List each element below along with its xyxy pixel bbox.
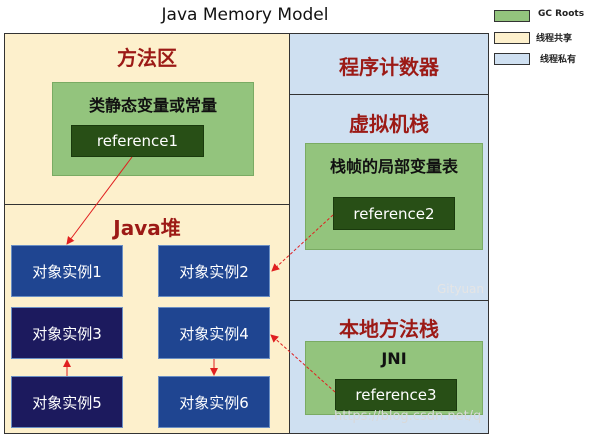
legend-swatch-gc-roots — [494, 10, 530, 22]
reference1-box: reference1 — [71, 125, 204, 157]
object-instance-3: 对象实例3 — [11, 307, 123, 359]
java-heap-title: Java堆 — [113, 216, 181, 240]
diagram-title: Java Memory Model — [161, 5, 329, 25]
legend-swatch-shared — [494, 32, 530, 44]
vm-stack-title: 虚拟机栈 — [349, 112, 429, 136]
pc-register-title: 程序计数器 — [339, 55, 439, 79]
object-instance-6: 对象实例6 — [158, 376, 270, 428]
pc-register-region — [289, 33, 489, 95]
method-area-title: 方法区 — [117, 46, 177, 70]
legend-swatch-private — [494, 53, 530, 65]
reference2-box: reference2 — [333, 197, 455, 230]
legend-label-shared: 线程共享 — [536, 34, 573, 44]
local-var-table-title: 栈帧的局部变量表 — [329, 157, 458, 176]
object-instance-1: 对象实例1 — [11, 245, 123, 297]
jni-box-title: JNI — [381, 349, 407, 368]
local-var-table-box — [305, 143, 483, 250]
object-instance-4: 对象实例4 — [158, 307, 270, 359]
legend-label-private: 线程私有 — [540, 55, 577, 65]
static-vars-box-title: 类静态变量或常量 — [88, 96, 217, 115]
url-watermark: https://blog.csdn.net/q — [334, 409, 482, 424]
reference3-box: reference3 — [335, 379, 457, 411]
object-instance-5: 对象实例5 — [11, 376, 123, 428]
gityuan-watermark: Gityuan — [437, 282, 485, 296]
object-instance-2: 对象实例2 — [158, 245, 270, 297]
native-stack-title: 本地方法栈 — [339, 317, 439, 341]
legend: GC Roots 线程共享 线程私有 — [492, 8, 592, 68]
legend-label-gc-roots: GC Roots — [538, 9, 585, 19]
